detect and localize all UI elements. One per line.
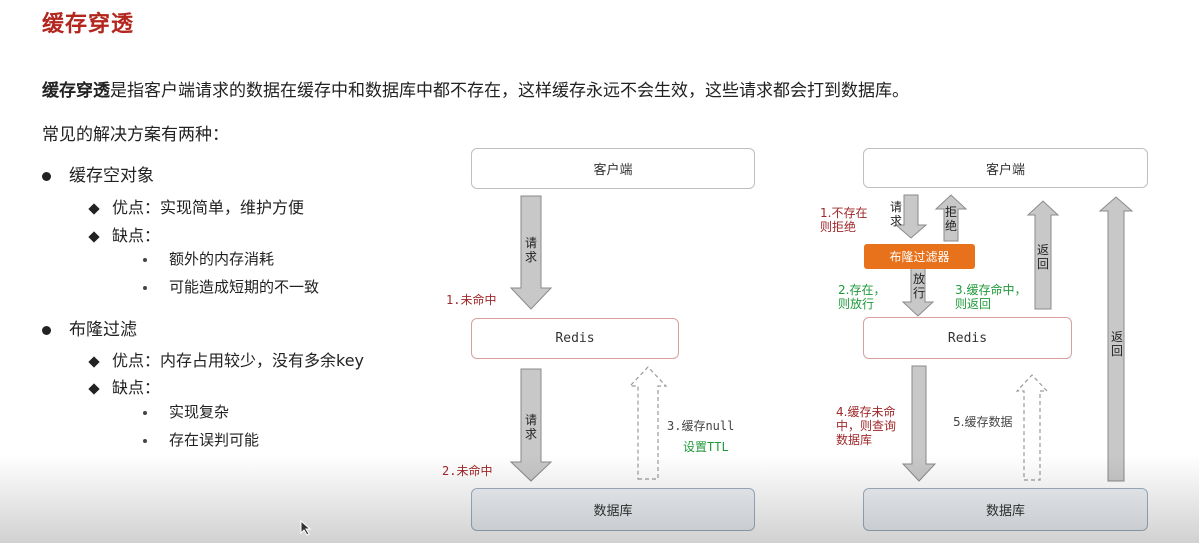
miss-label-1: 1.未命中 — [446, 293, 497, 307]
redis-box: Redis — [863, 317, 1072, 359]
cons-text: 存在误判可能 — [169, 431, 260, 449]
pros-text: 内存占用较少，没有多余key — [160, 351, 365, 370]
bullet-icon — [42, 171, 51, 181]
cons-text: 实现复杂 — [169, 403, 230, 421]
intro-term: 缓存穿透 — [42, 81, 110, 101]
set-ttl-label: 设置TTL — [683, 440, 729, 454]
pros-label: 优点： — [112, 351, 161, 370]
cons-item: 额外的内存消耗 — [143, 248, 274, 269]
pass-arrow — [901, 267, 935, 317]
bloom-request-arrow — [894, 194, 928, 239]
cons-label: 缺点： — [112, 378, 161, 397]
miss-query-label: 4.缓存未命 中，则查询 数据库 — [836, 405, 897, 447]
client-box: 客户端 — [471, 148, 755, 189]
cache-null-label: 3.缓存null — [667, 419, 735, 433]
solution-name: 布隆过滤 — [69, 320, 137, 340]
database-box: 数据库 — [471, 488, 755, 531]
dot-icon — [143, 285, 147, 290]
cons-item: 实现复杂 — [143, 401, 229, 422]
bullet-icon — [42, 325, 51, 335]
intro-text: 是指客户端请求的数据在缓存中和数据库中都不存在，这样缓存永远不会生效，这些请求都… — [110, 81, 909, 101]
pros-text: 实现简单，维护方便 — [160, 198, 305, 217]
miss-query-arrow — [901, 365, 937, 482]
dot-icon — [143, 410, 147, 415]
cons-item: 存在误判可能 — [143, 429, 259, 450]
miss-label-2: 2.未命中 — [442, 464, 493, 478]
cons-text: 可能造成短期的不一致 — [169, 278, 320, 296]
mouse-cursor-icon — [300, 520, 312, 536]
cache-data-arrow — [1015, 374, 1049, 481]
not-exist-label: 1.不存在 则拒绝 — [820, 206, 868, 234]
exist-pass-label: 2.存在， 则放行 — [838, 283, 886, 311]
hit-return-label: 3.缓存命中， 则返回 — [955, 283, 1027, 311]
pros-label: 优点： — [112, 198, 161, 217]
intro-paragraph: 缓存穿透是指客户端请求的数据在缓存中和数据库中都不存在，这样缓存永远不会生效，这… — [42, 76, 909, 101]
dot-icon — [143, 257, 147, 262]
database-box: 数据库 — [863, 488, 1148, 531]
request-label: 请求 — [524, 413, 537, 441]
client-box: 客户端 — [863, 148, 1148, 188]
cons-item: 可能造成短期的不一致 — [143, 276, 319, 297]
solution-item: 布隆过滤 — [42, 315, 137, 340]
redis-return-arrow — [1026, 200, 1060, 310]
cache-null-arrow — [628, 366, 668, 480]
cons-text: 额外的内存消耗 — [169, 250, 275, 268]
request-label: 请求 — [524, 236, 537, 264]
reject-label: 拒绝 — [944, 205, 957, 233]
db-return-arrow — [1098, 196, 1134, 482]
redis-box: Redis — [471, 318, 679, 359]
return-label: 返回 — [1110, 330, 1123, 358]
request-arrow-2 — [509, 368, 553, 482]
cons-line: 缺点： — [88, 374, 161, 398]
return-label: 返回 — [1036, 243, 1049, 271]
solutions-heading: 常见的解决方案有两种： — [42, 125, 229, 145]
reject-arrow — [934, 194, 968, 242]
cache-data-label: 5.缓存数据 — [953, 415, 1013, 429]
dot-icon — [143, 438, 147, 443]
pros-line: 优点：内存占用较少，没有多余key — [88, 347, 365, 371]
cons-line: 缺点： — [88, 222, 161, 246]
pros-line: 优点：实现简单，维护方便 — [88, 194, 305, 218]
request-label: 请求 — [889, 200, 902, 228]
request-arrow-1 — [509, 195, 553, 310]
solution-name: 缓存空对象 — [69, 166, 154, 186]
solution-item: 缓存空对象 — [42, 161, 154, 186]
pass-label: 放行 — [912, 272, 925, 300]
bloom-filter-box: 布隆过滤器 — [864, 244, 975, 269]
page-title: 缓存穿透 — [42, 12, 135, 37]
cons-label: 缺点： — [112, 226, 161, 245]
